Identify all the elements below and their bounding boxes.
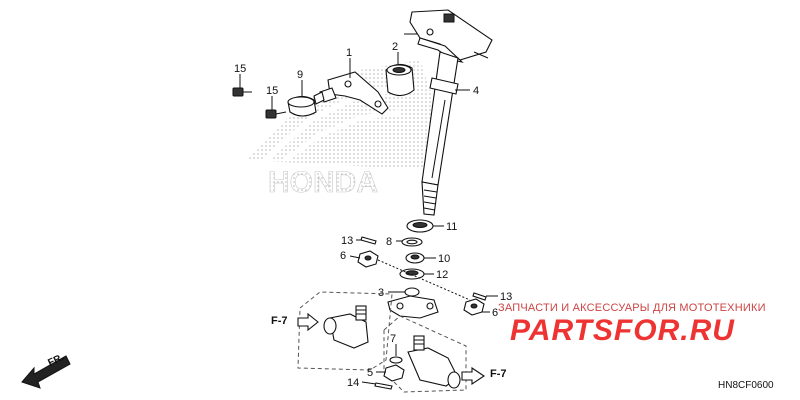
callout-6-right: 6: [492, 307, 498, 319]
bearing-10: [405, 252, 425, 264]
cotter-pin-right: [472, 292, 487, 301]
cotter-pin-14: [374, 382, 393, 390]
honda-text-watermark: HONDA: [268, 166, 378, 199]
diagram-code: HN8CF0600: [718, 380, 774, 391]
callout-14: 14: [347, 377, 359, 389]
flange-bolt-upper: [232, 87, 252, 97]
ref-label-right: F-7: [490, 368, 507, 380]
front-arrow-icon: [21, 355, 71, 389]
callout-13-left: 13: [341, 235, 353, 247]
stem-clamp: [287, 91, 325, 117]
callout-9: 9: [297, 69, 303, 81]
callout-2: 2: [392, 41, 398, 53]
callout-1: 1: [346, 47, 352, 59]
steering-bushing: [385, 63, 415, 97]
steering-stem: [404, 9, 493, 216]
callout-3: 3: [378, 287, 384, 299]
callout-15-upper: 15: [234, 63, 246, 75]
callout-6-left: 6: [340, 250, 346, 262]
callout-4: 4: [473, 85, 479, 97]
shop-logo-watermark: PARTSFOR.RU: [510, 314, 735, 347]
castle-nut-left: [357, 250, 379, 268]
ref-arrow-left: [297, 312, 319, 332]
ref-label-left: F-7: [271, 315, 288, 327]
cotter-pin-left: [360, 236, 377, 245]
oil-seal-12: [399, 268, 425, 280]
nut-5: [383, 364, 405, 382]
ref-arrow-right: [461, 366, 485, 386]
washer-8: [401, 237, 423, 247]
oil-seal-11: [406, 219, 434, 233]
steering-arm: [387, 295, 439, 319]
tie-rod-end-right: [383, 315, 467, 393]
tie-rod-end-left: [297, 291, 393, 371]
callout-15-lower: 15: [266, 85, 278, 97]
callout-10: 10: [438, 253, 450, 265]
stem-nut-3: [404, 287, 420, 297]
callout-11: 11: [446, 221, 457, 233]
callout-7: 7: [390, 333, 396, 345]
callout-8: 8: [386, 236, 392, 248]
shop-tagline-watermark: ЗАПЧАСТИ И АКСЕССУАРЫ ДЛЯ МОТОТЕХНИКИ: [498, 302, 766, 314]
flange-bolt-lower: [265, 109, 287, 119]
callout-13-right: 13: [500, 291, 512, 303]
callout-5: 5: [367, 367, 373, 379]
castle-nut-right: [463, 298, 485, 316]
callout-12: 12: [436, 269, 448, 281]
washer-7: [389, 356, 403, 364]
